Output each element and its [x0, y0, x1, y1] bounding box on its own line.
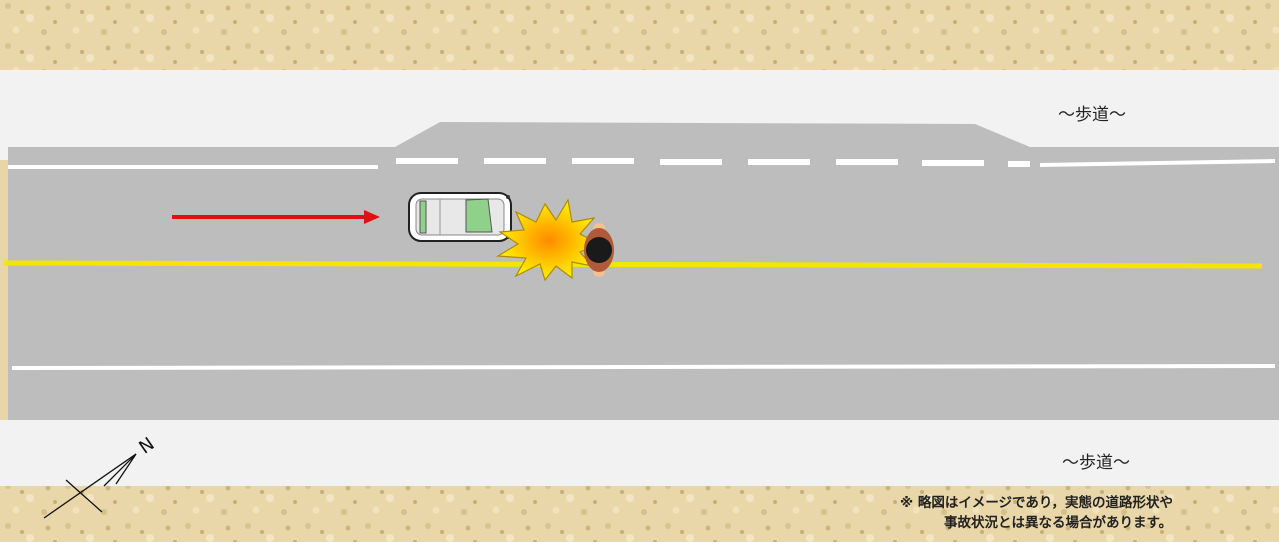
sidewalk-bottom — [0, 420, 1279, 486]
disclaimer-line-2: 事故状況とは異なる場合があります。 — [944, 515, 1173, 531]
edge-line-bottom — [11, 364, 1276, 370]
road-shoulder-top — [8, 122, 1279, 162]
center-line — [3, 260, 1263, 269]
collision-burst-icon — [496, 198, 602, 282]
disclaimer-note: ※ 略図はイメージであり，実態の道路形状や 事故状況とは異なる場合があります。 — [900, 493, 1270, 533]
car-topview-icon — [408, 192, 512, 242]
disclaimer-line-1: ※ 略図はイメージであり，実態の道路形状や — [900, 495, 1173, 511]
edge-line-top-right — [1039, 159, 1276, 167]
sidewalk-label-bottom: ～歩道～ — [1062, 453, 1130, 473]
road — [8, 162, 1279, 420]
direction-arrow-icon — [172, 210, 380, 224]
ground-bottom — [0, 486, 1279, 542]
north-arrow-icon — [43, 453, 137, 519]
dashed-lane-line — [396, 158, 1030, 167]
ground-top — [0, 0, 1279, 70]
pedestrian-topview-icon — [584, 223, 614, 277]
sidewalk-label-top: ～歩道～ — [1058, 105, 1126, 125]
